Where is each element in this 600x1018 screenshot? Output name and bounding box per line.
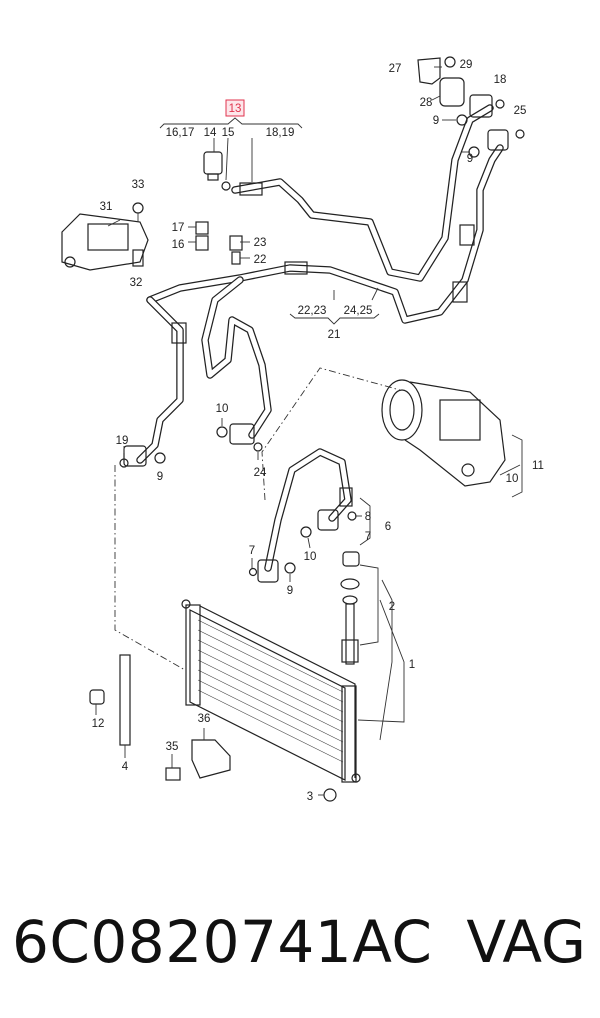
callout-12: 12 — [92, 718, 105, 730]
mounting-bracket — [61, 213, 149, 271]
callout-4: 4 — [122, 761, 129, 773]
callout-3: 3 — [307, 791, 313, 803]
refrigerant-pipe-left — [136, 296, 184, 464]
drier-cartridge — [119, 654, 131, 746]
flex-hose-loop — [201, 276, 272, 439]
pipe-fitting — [284, 261, 308, 275]
pressure-switch — [203, 151, 231, 191]
seal-19 — [119, 458, 129, 468]
seal-24 — [253, 442, 263, 452]
bolt-10a — [216, 426, 228, 438]
callout-23: 23 — [254, 237, 267, 249]
pipe-fitting — [459, 224, 475, 246]
callout-18-19: 18,19 — [266, 127, 295, 139]
bolt-32 — [132, 249, 144, 267]
callout-33: 33 — [132, 179, 145, 191]
callout-21: 21 — [328, 329, 341, 341]
callout-10b: 10 — [304, 551, 317, 563]
callout-1: 1 — [409, 659, 415, 671]
leader-lines — [95, 66, 523, 796]
callout-29: 29 — [460, 59, 473, 71]
callout-24-25: 24,25 — [344, 305, 373, 317]
centerline — [261, 367, 401, 501]
bolt-9d — [284, 562, 296, 574]
seal-7 — [248, 567, 258, 577]
callout-8: 8 — [365, 511, 371, 523]
part-number: 6C0820741AC — [12, 908, 433, 976]
valve-17 — [195, 221, 209, 235]
clip — [165, 767, 181, 781]
valve-23 — [229, 235, 243, 251]
callout-35: 35 — [166, 741, 179, 753]
callout-31: 31 — [100, 201, 113, 213]
callout-24: 24 — [254, 467, 267, 479]
centerline — [114, 465, 186, 671]
pipe-flange-block — [123, 94, 509, 583]
callout-25: 25 — [514, 105, 527, 117]
highlight-callout-box — [225, 99, 245, 117]
brand-name: VAG — [466, 908, 586, 976]
callout-36: 36 — [198, 713, 211, 725]
callout-19: 19 — [116, 435, 129, 447]
callout-6: 6 — [385, 521, 391, 533]
callout-9a: 9 — [157, 471, 163, 483]
pipe-fitting — [171, 322, 187, 344]
callout-27: 27 — [389, 63, 402, 75]
bolt-3 — [323, 788, 337, 802]
footer: 6C0820741AC VAG — [0, 890, 600, 1000]
callout-9d: 9 — [287, 585, 293, 597]
receiver-drier — [340, 551, 360, 665]
callout-15: 15 — [222, 127, 235, 139]
callout-22: 22 — [254, 254, 267, 266]
valve-16 — [195, 235, 209, 251]
callout-18: 18 — [494, 74, 507, 86]
callout-11: 11 — [532, 460, 544, 472]
callout-14: 14 — [204, 127, 217, 139]
ac-compressor — [381, 379, 506, 487]
condenser-bracket — [191, 739, 231, 779]
seal-25 — [515, 129, 525, 139]
bolt-9b — [456, 114, 468, 126]
callout-10a: 10 — [216, 403, 229, 415]
flex-hose-condenser — [264, 448, 352, 572]
refrigerant-pipe-upper — [231, 104, 494, 282]
callout-22-23: 22,23 — [298, 305, 327, 317]
bolt-10b — [300, 526, 312, 538]
callout-16: 16 — [172, 239, 185, 251]
pipe-fitting — [239, 182, 263, 196]
seal-18 — [495, 99, 505, 109]
pipe-bracket — [417, 56, 465, 107]
pipe-fitting — [452, 281, 468, 303]
callout-10c: 10 — [506, 473, 519, 485]
callout-labels: 16,17 14 15 18,19 27 29 18 28 25 9 9 33 … — [92, 59, 544, 803]
callout-32: 32 — [130, 277, 143, 289]
callout-7a: 7 — [249, 545, 255, 557]
bolt-33 — [132, 202, 144, 222]
callout-9c: 9 — [467, 153, 473, 165]
callout-9b: 9 — [433, 115, 439, 127]
callout-16-17: 16,17 — [166, 127, 195, 139]
callout-13: 13 — [229, 103, 242, 115]
callout-7b: 7 — [365, 531, 371, 543]
callout-28: 28 — [420, 97, 433, 109]
callout-17: 17 — [172, 222, 185, 234]
ac-system-exploded-diagram: 13 16,17 14 15 18,19 27 29 18 28 25 9 9 … — [61, 56, 544, 803]
condenser — [181, 599, 361, 783]
rubber-grommet — [89, 689, 105, 705]
valve-22 — [231, 251, 241, 265]
pipe-fitting — [339, 487, 353, 507]
bolt-9a — [154, 452, 166, 464]
callout-2: 2 — [389, 601, 395, 613]
seal-8 — [347, 511, 357, 521]
